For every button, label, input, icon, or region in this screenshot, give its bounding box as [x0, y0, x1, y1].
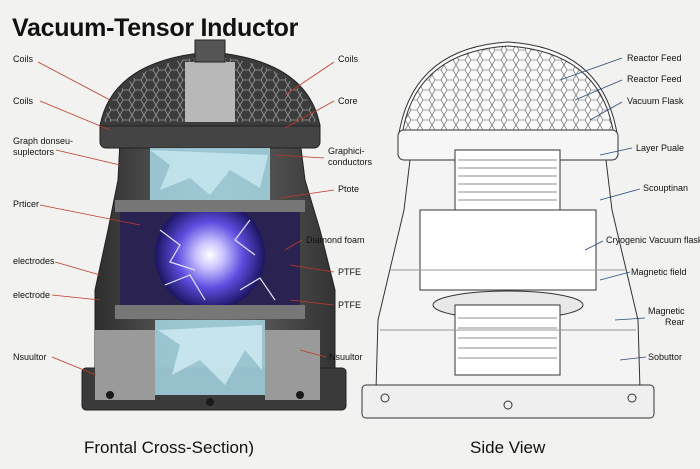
- page-title: Vacuum-Tensor Inductor: [12, 14, 299, 42]
- label-electrodes: electrodes: [13, 256, 55, 266]
- label-reactor-feed-1: Reactor Feed: [627, 53, 682, 63]
- label-diamond-foam: Diamond foam: [306, 235, 365, 245]
- cross-section-illustration: [81, 39, 347, 411]
- label-reactor-feed-2: Reactor Feed: [627, 74, 682, 84]
- caption-side-view: Side View: [470, 438, 546, 457]
- label-electrode: electrode: [13, 290, 51, 300]
- label-core: Core: [338, 96, 358, 106]
- left-leader-lines: [37, 61, 335, 376]
- label-coils-2: Coils: [13, 96, 34, 106]
- right-leader-lines: [559, 57, 647, 361]
- label-ptote: Ptote: [338, 184, 360, 194]
- label-cryogenic-vacuum-flask: Cryogenic Vacuum flask: [606, 235, 700, 245]
- label-graph-superconductors: Graph donseu- suplectors: [13, 136, 74, 157]
- label-prticer: Prticer: [13, 199, 40, 209]
- label-scouptinan: Scouptinan: [643, 183, 689, 193]
- label-coils-3: Coils: [338, 54, 359, 64]
- side-view-illustration: [361, 41, 655, 419]
- label-magnetic-field: Magnetic field: [631, 267, 687, 277]
- label-layer-puale: Layer Puale: [636, 143, 685, 153]
- label-ptfe-1: PTFE: [338, 267, 362, 277]
- label-insulator-right: Nsuultor: [329, 352, 363, 362]
- caption-frontal-cross-section: Frontal Cross-Section): [84, 438, 255, 457]
- label-sobuttor: Sobuttor: [648, 352, 683, 362]
- label-magnetic-rear: Magnetic Rear: [648, 306, 685, 327]
- label-graphic-conductors: Graphici- conductors: [328, 146, 373, 167]
- label-insulator-left: Nsuultor: [13, 352, 47, 362]
- label-coils-1: Coils: [13, 54, 34, 64]
- label-ptfe-2: PTFE: [338, 300, 362, 310]
- label-vacuum-flask: Vacuum Flask: [627, 96, 684, 106]
